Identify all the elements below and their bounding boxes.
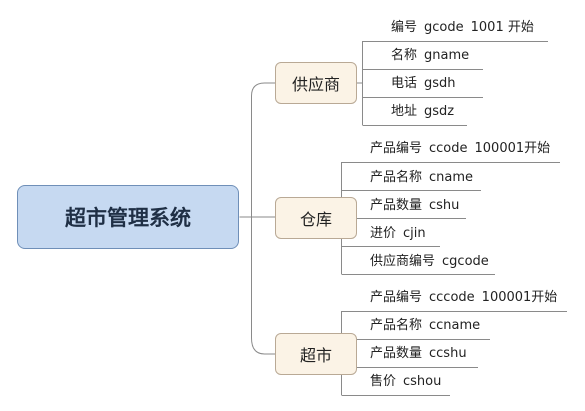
leaf-name: 进价	[370, 226, 397, 241]
leaf-supplier-address[interactable]: 地址 gsdz	[391, 104, 454, 120]
leaf-name: 电话	[391, 76, 418, 91]
leaf-market-qty[interactable]: 产品数量 ccshu	[370, 346, 467, 362]
leaf-name: 产品名称	[370, 170, 423, 185]
branch-label-warehouse: 仓库	[299, 210, 332, 229]
leaf-name: 产品编号	[370, 290, 423, 305]
root-to-supplier-line	[251, 82, 275, 97]
leaf-field: cshu	[429, 198, 460, 213]
leaf-note: 100001开始	[481, 290, 558, 305]
leaf-market-price[interactable]: 售价 cshou	[370, 374, 441, 390]
branch-label-supplier: 供应商	[291, 75, 340, 94]
leaf-field: ccode	[429, 141, 468, 156]
leaf-name: 产品名称	[370, 318, 423, 333]
leaf-name: 名称	[391, 48, 418, 63]
leaf-field: ccname	[429, 318, 481, 333]
branch-node-warehouse[interactable]: 仓库	[275, 197, 357, 239]
leaf-field: cname	[429, 170, 474, 185]
branch-node-supplier[interactable]: 供应商	[275, 62, 357, 104]
leaf-warehouse-cost[interactable]: 进价 cjin	[370, 226, 426, 242]
leaf-field: cgcode	[442, 254, 489, 269]
leaf-warehouse-qty[interactable]: 产品数量 cshu	[370, 198, 459, 214]
leaf-name: 产品数量	[370, 346, 423, 361]
leaf-note: 100001开始	[474, 141, 551, 156]
leaf-field: gsdh	[424, 76, 456, 91]
leaf-field: ccshu	[429, 346, 467, 361]
branch-node-supermarket[interactable]: 超市	[275, 333, 357, 375]
leaf-name: 供应商编号	[370, 254, 436, 269]
leaf-supplier-code[interactable]: 编号 gcode 1001 开始	[391, 20, 534, 36]
leaf-market-name[interactable]: 产品名称 ccname	[370, 318, 480, 334]
leaf-field: cshou	[403, 374, 442, 389]
leaf-name: 产品编号	[370, 141, 423, 156]
branch-label-supermarket: 超市	[299, 346, 332, 365]
leaf-name: 产品数量	[370, 198, 423, 213]
leaf-field: cjin	[403, 226, 426, 241]
leaf-name: 售价	[370, 374, 397, 389]
root-node[interactable]: 超市管理系统	[17, 185, 239, 249]
leaf-warehouse-supplier[interactable]: 供应商编号 cgcode	[370, 254, 489, 270]
leaf-market-code[interactable]: 产品编号 cccode 100001开始	[370, 290, 557, 306]
leaf-note: 1001 开始	[470, 20, 534, 35]
leaf-warehouse-code[interactable]: 产品编号 ccode 100001开始	[370, 141, 550, 157]
leaf-name: 编号	[391, 20, 418, 35]
leaf-field: gsdz	[424, 104, 455, 119]
leaf-field: gname	[424, 48, 470, 63]
leaf-supplier-name[interactable]: 名称 gname	[391, 48, 469, 64]
leaf-warehouse-name[interactable]: 产品名称 cname	[370, 170, 473, 186]
leaf-supplier-phone[interactable]: 电话 gsdh	[391, 76, 456, 92]
leaf-field: cccode	[429, 290, 475, 305]
leaf-field: gcode	[424, 20, 464, 35]
root-label: 超市管理系统	[65, 205, 191, 230]
leaf-name: 地址	[391, 104, 418, 119]
root-to-market-line	[251, 337, 275, 355]
